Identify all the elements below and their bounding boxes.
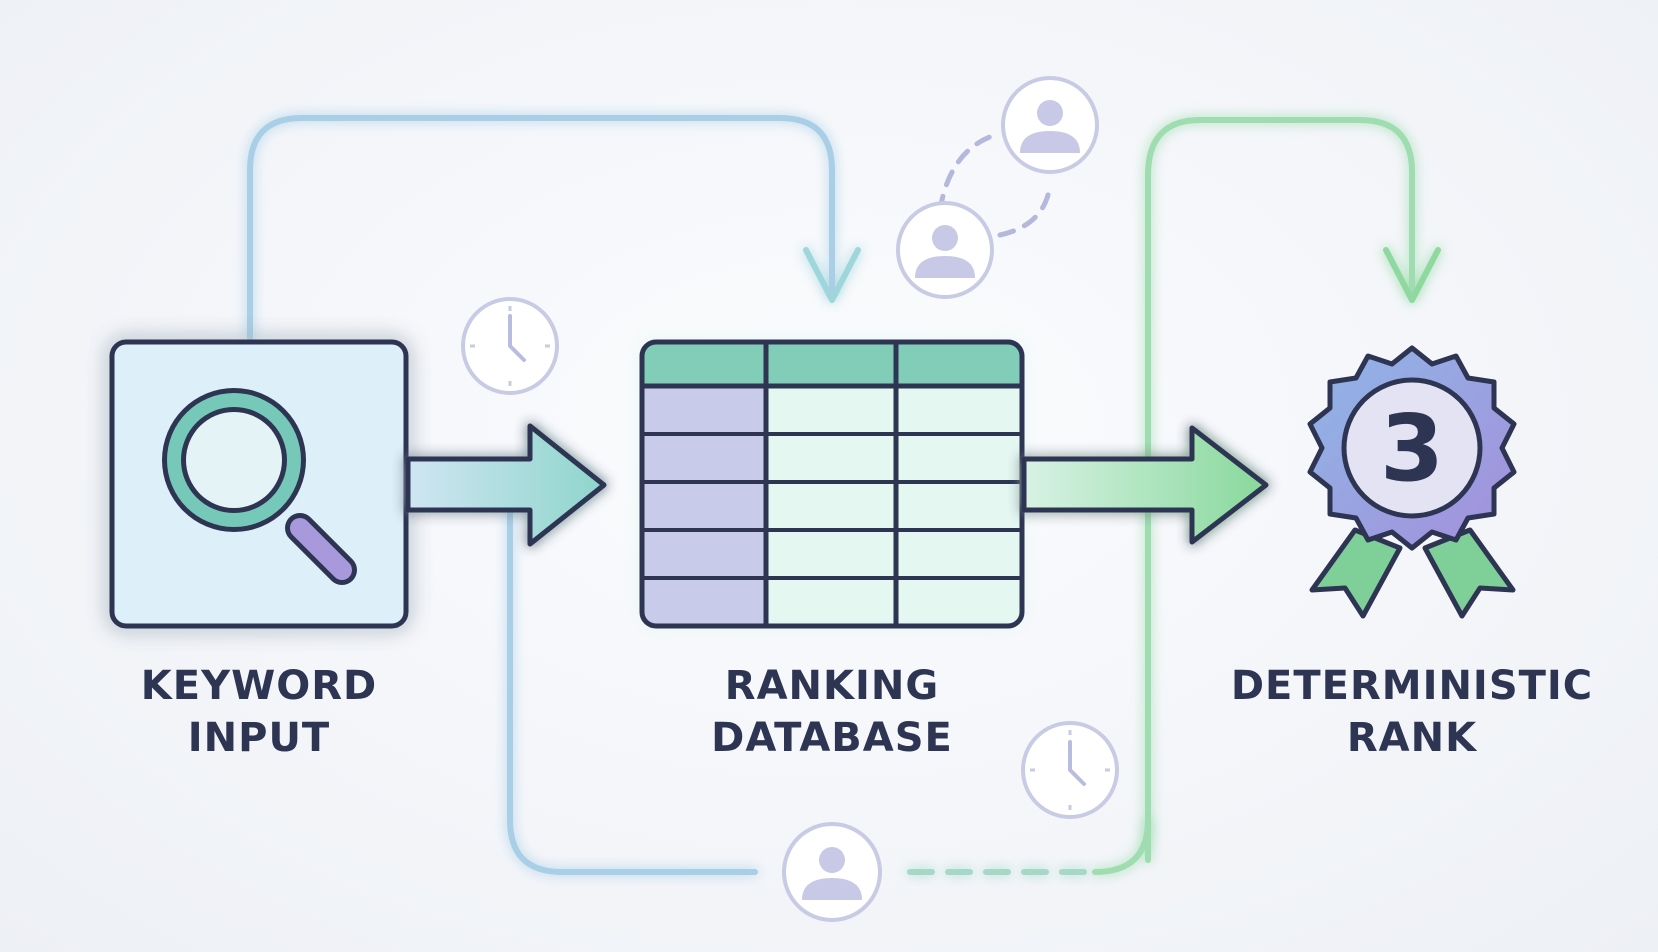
magnifying-glass-icon: [162, 388, 357, 585]
label-line: INPUT: [187, 715, 331, 761]
badge-number: 3: [1380, 395, 1444, 502]
user-connector-dashed: [937, 132, 1053, 238]
flow-loop-bottom: [507, 507, 1151, 875]
award-ribbon-icon: 3: [1307, 345, 1517, 619]
label-line: KEYWORD: [140, 663, 378, 709]
label-line: RANK: [1346, 715, 1478, 761]
user-icon: [896, 201, 994, 299]
clock-icon: [461, 297, 559, 395]
ranking-database-table: [639, 339, 1025, 629]
flow-arrow-to-rank: [1021, 425, 1269, 545]
flow-loop-top-blue: [247, 115, 861, 343]
label-deterministic-rank: DETERMINISTIC RANK: [1182, 660, 1642, 764]
user-icon: [782, 822, 882, 922]
clock-icon: [1021, 721, 1119, 819]
user-icon: [1001, 76, 1099, 174]
label-line: RANKING: [724, 663, 940, 709]
label-keyword-input: KEYWORD INPUT: [29, 660, 489, 764]
flow-arrow-to-database: [405, 423, 607, 547]
label-ranking-database: RANKING DATABASE: [602, 660, 1062, 764]
label-line: DATABASE: [711, 715, 953, 761]
label-line: DETERMINISTIC: [1230, 663, 1594, 709]
flow-loop-top-green: [1145, 117, 1441, 863]
